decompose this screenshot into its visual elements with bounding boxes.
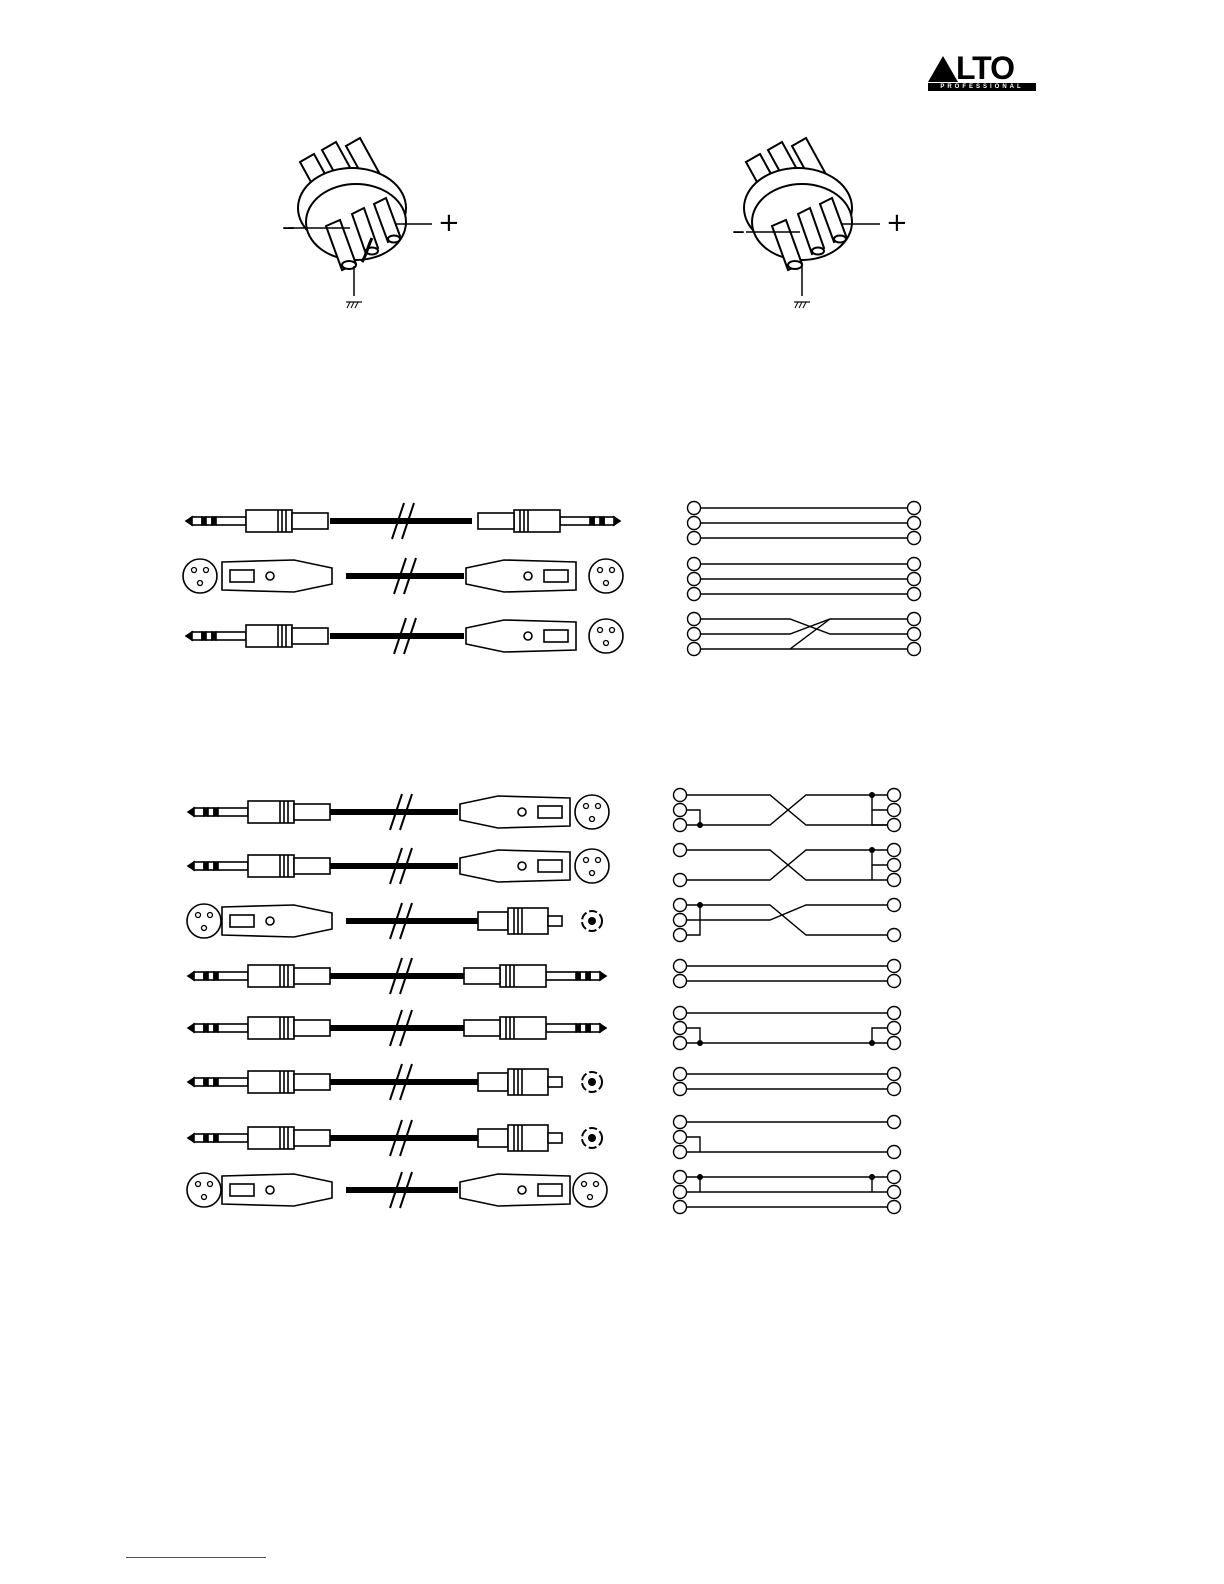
group2-wiring-5 <box>686 1013 890 1043</box>
group2-cable-5 <box>188 1010 606 1046</box>
group1-cable-2 <box>183 558 623 594</box>
group2-cable-3 <box>187 903 602 939</box>
group2-cable-4 <box>188 958 606 994</box>
group2-wiring-7 <box>686 1122 890 1152</box>
group2-cable-8 <box>187 1172 607 1208</box>
right-plus-label: + <box>886 208 908 238</box>
group2-wiring-8 <box>686 1177 890 1207</box>
left-minus-label: – <box>282 212 295 242</box>
group2-cable-1 <box>188 794 609 830</box>
group2-wiring-2 <box>686 850 890 880</box>
xlr-connector-right <box>744 138 880 308</box>
xlr-connector-left <box>288 138 432 308</box>
group2-cable-6 <box>188 1064 602 1100</box>
group1-wiring-2 <box>700 564 908 594</box>
group1-cable-3 <box>186 618 623 654</box>
group2-wiring-3 <box>686 905 890 935</box>
group2-cable-7 <box>188 1120 602 1156</box>
left-plus-label: + <box>438 208 460 238</box>
group1-wiring-1 <box>700 508 908 538</box>
group2-cable-2 <box>188 848 609 884</box>
group1-cable-1 <box>186 503 620 539</box>
group2-wiring-4 <box>686 966 890 981</box>
right-minus-label: – <box>732 216 745 246</box>
group1-wiring-3 <box>700 619 908 649</box>
group2-wiring-6 <box>686 1074 890 1089</box>
group2-wiring-1 <box>686 795 890 825</box>
footer-link-underline <box>126 1557 266 1558</box>
